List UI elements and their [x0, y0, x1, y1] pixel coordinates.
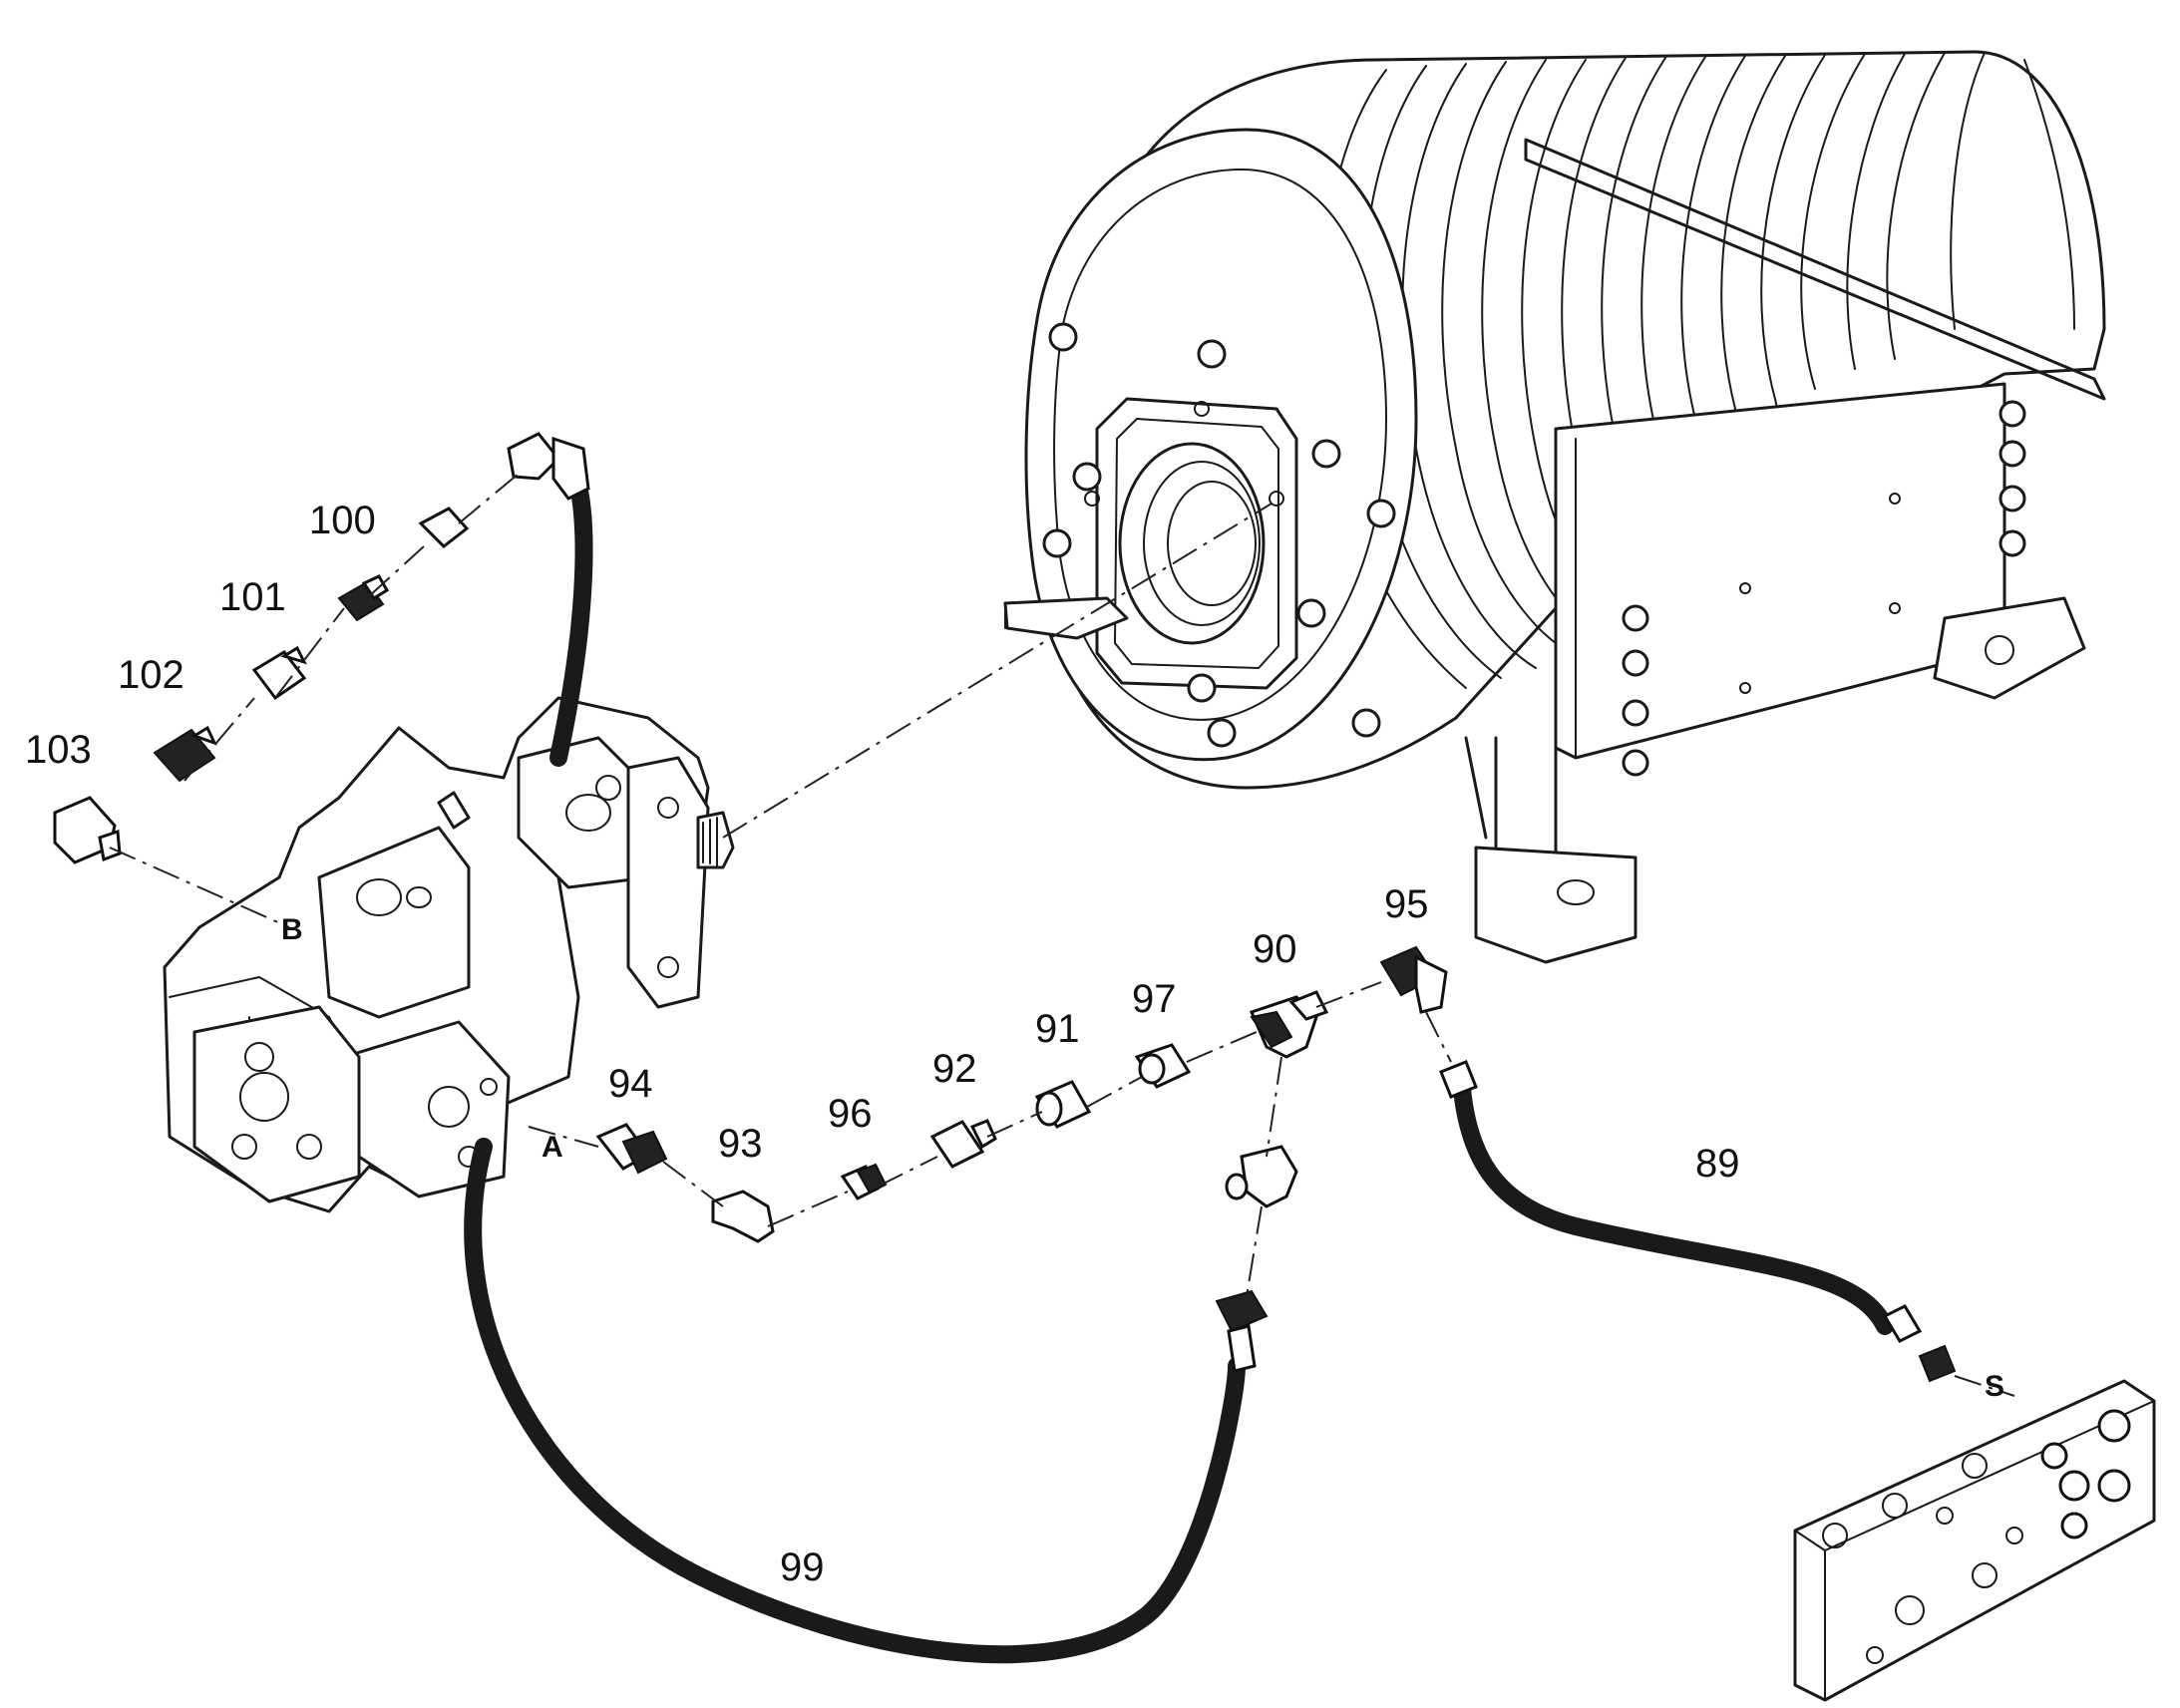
callout-101: 101: [219, 575, 286, 619]
drum-cable-wraps: [1321, 52, 2075, 689]
port-label-b: B: [281, 913, 303, 946]
centerlines: [109, 473, 2015, 1397]
flange-bolts: [1042, 322, 1396, 748]
manifold-ports: [1822, 1409, 2131, 1548]
hose-99: [464, 1138, 1246, 1664]
callout-91: 91: [1035, 1007, 1080, 1051]
hydraulic-motor: [163, 696, 735, 1213]
valve-manifold-block: [1793, 1379, 2156, 1702]
callout-94: 94: [608, 1062, 653, 1106]
callout-103: 103: [25, 728, 92, 772]
callout-89: 89: [1695, 1142, 1740, 1186]
callout-90: 90: [1253, 927, 1297, 971]
frame-bolts: [1622, 400, 2026, 777]
fittings: [53, 432, 1957, 1383]
callout-93: 93: [718, 1122, 763, 1166]
port-label-s: S: [1985, 1370, 2004, 1403]
callout-96: 96: [828, 1092, 873, 1136]
callout-100: 100: [309, 499, 376, 542]
callout-92: 92: [932, 1047, 977, 1091]
callout-102: 102: [118, 653, 184, 697]
callout-labels: 89 90 91 92 93 94 95 96 97 99 100 101 10…: [25, 499, 1740, 1589]
hoses: [464, 470, 1894, 1664]
port-labels: A B S: [281, 913, 2004, 1403]
callout-95: 95: [1384, 882, 1429, 926]
callout-97: 97: [1132, 977, 1177, 1021]
port-label-a: A: [542, 1131, 563, 1164]
callout-99: 99: [780, 1545, 825, 1589]
winch-drum-assembly: [1003, 50, 2106, 964]
